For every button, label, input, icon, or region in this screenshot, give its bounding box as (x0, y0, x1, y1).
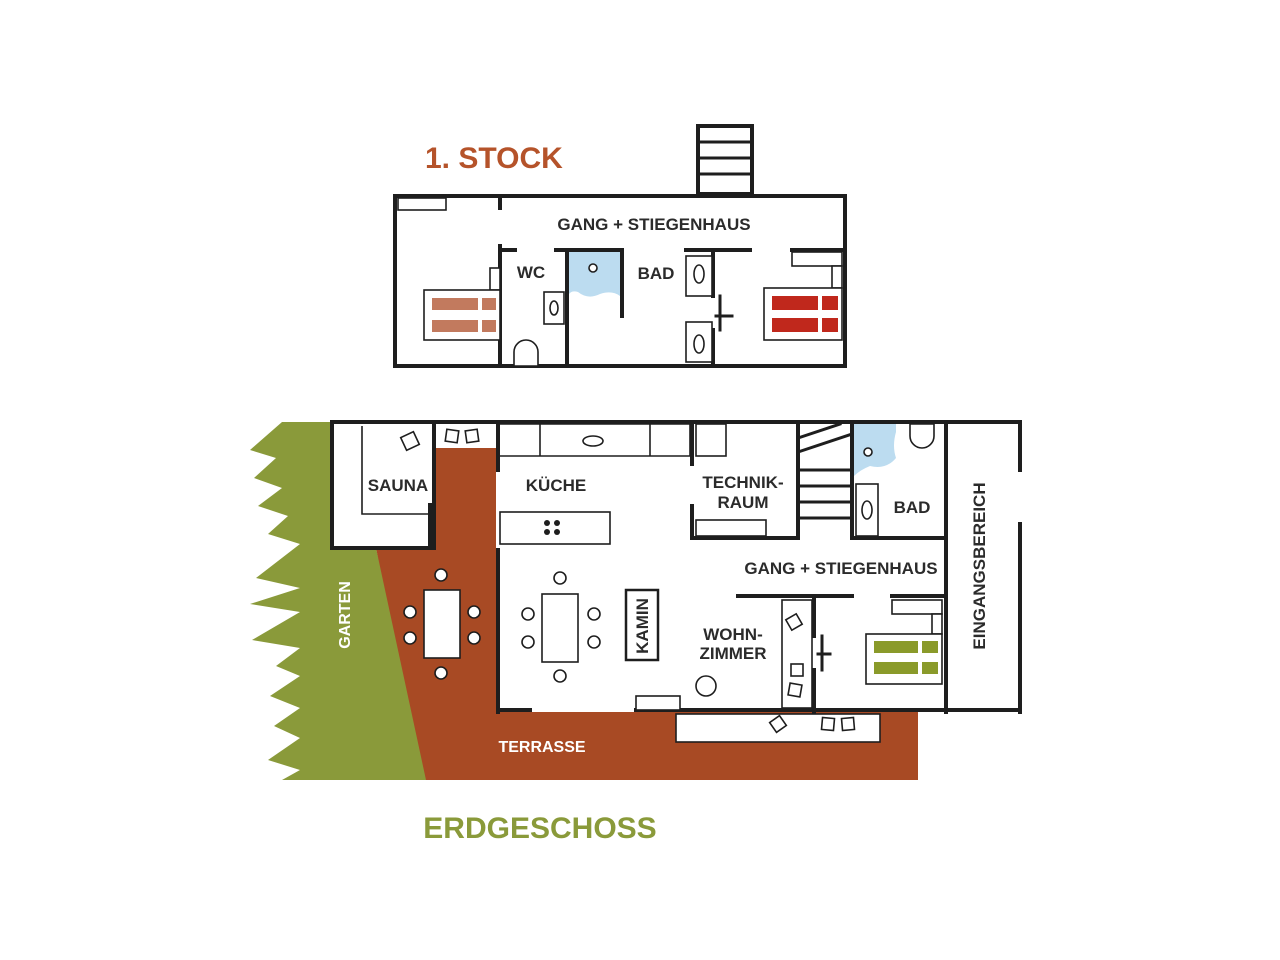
ground-floor: SAUNA KÜCHE TECHNIK- RAUM BAD GANG + STI… (250, 420, 1022, 845)
upper-shower (569, 252, 620, 297)
dining-table (521, 571, 601, 683)
ground-label-kueche: KÜCHE (526, 476, 586, 495)
sauna-room (330, 420, 500, 550)
upper-floor: 1. STOCK (393, 124, 847, 368)
garden-area (250, 422, 432, 780)
ground-label-garten: GARTEN (337, 581, 354, 649)
kitchen-counter (500, 423, 691, 457)
upper-floor-title: 1. STOCK (425, 142, 563, 175)
ground-label-wohn-1: WOHN- (703, 625, 762, 644)
kitchen-island (499, 511, 611, 545)
fireplace (624, 588, 660, 662)
ground-label-kamin: KAMIN (633, 598, 652, 654)
upper-label-wc: WC (517, 263, 545, 282)
ground-label-wohn-2: ZIMMER (699, 644, 766, 663)
wc-fixtures (513, 291, 565, 367)
ground-floor-title: ERDGESCHOSS (423, 812, 656, 845)
outdoor-table (403, 568, 481, 680)
ground-bedroom (736, 594, 948, 714)
upper-label-gang: GANG + STIEGENHAUS (557, 215, 750, 234)
bed-left-upper (423, 267, 501, 341)
upper-label-bad: BAD (638, 264, 675, 283)
bed-right-upper (763, 251, 843, 341)
ground-label-bad: BAD (894, 498, 931, 517)
ground-label-technik-2: RAUM (718, 493, 769, 512)
ground-label-sauna: SAUNA (368, 476, 428, 495)
technik-room (690, 422, 800, 540)
ground-label-technik-1: TECHNIK- (702, 473, 783, 492)
upper-outer-wall (393, 194, 847, 368)
ground-label-eingang: EINGANGSBEREICH (970, 482, 989, 649)
terrace-bench (675, 713, 881, 743)
ground-label-gang: GANG + STIEGENHAUS (744, 559, 937, 578)
upper-stair (696, 124, 754, 196)
ground-bath (850, 423, 948, 540)
ground-label-terrasse: TERRASSE (498, 739, 585, 756)
terrace-area (376, 448, 918, 780)
ground-stair (796, 422, 854, 540)
upper-bath-sinks (685, 255, 713, 363)
